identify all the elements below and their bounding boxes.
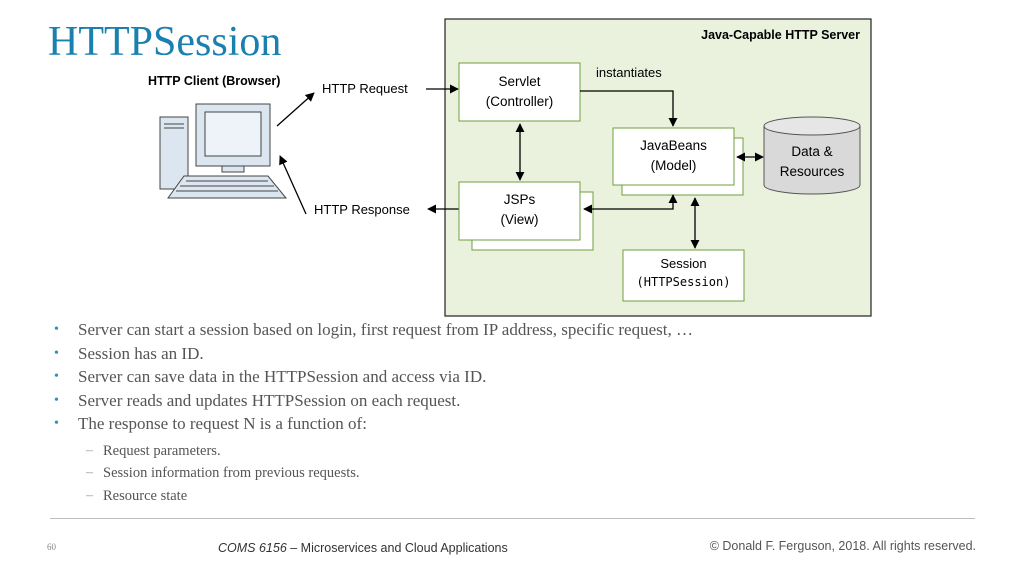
data-label: Data & bbox=[791, 144, 832, 159]
javabeans-label: JavaBeans bbox=[640, 138, 707, 153]
servlet-label: Servlet bbox=[498, 74, 540, 89]
client-label: HTTP Client (Browser) bbox=[148, 74, 280, 88]
footer-divider bbox=[50, 518, 975, 519]
client-request-arrow bbox=[276, 92, 315, 127]
sub-bullet-list: Request parameters. Session information … bbox=[52, 440, 982, 507]
bullet-list: Server can start a session based on logi… bbox=[52, 318, 982, 436]
jsps-label: JSPs bbox=[504, 192, 536, 207]
servlet-sublabel: (Controller) bbox=[486, 94, 554, 109]
sub-bullet-item: Session information from previous reques… bbox=[52, 462, 982, 485]
bullet-item: Server reads and updates HTTPSession on … bbox=[52, 389, 982, 413]
javabeans-sublabel: (Model) bbox=[651, 158, 697, 173]
bullet-item: Server can start a session based on logi… bbox=[52, 318, 982, 342]
session-box bbox=[622, 249, 745, 302]
client-response-arrow bbox=[279, 155, 307, 215]
session-label: Session bbox=[660, 256, 706, 271]
bullet-item: The response to request N is a function … bbox=[52, 412, 982, 436]
data-sublabel: Resources bbox=[780, 164, 845, 179]
course-title: COMS 6156 – Microservices and Cloud Appl… bbox=[218, 541, 508, 555]
bullet-item: Session has an ID. bbox=[52, 342, 982, 366]
server-label: Java-Capable HTTP Server bbox=[701, 28, 860, 42]
instantiates-arrow bbox=[580, 90, 678, 127]
database-icon bbox=[763, 116, 861, 195]
jsps-sublabel: (View) bbox=[500, 212, 538, 227]
architecture-diagram: Java-Capable HTTP Server HTTP Client (Br… bbox=[148, 18, 872, 317]
jsps-box bbox=[458, 181, 581, 241]
sub-bullet-item: Resource state bbox=[52, 485, 982, 508]
page-number: 60 bbox=[47, 542, 56, 552]
computer-icon bbox=[159, 103, 288, 199]
course-code: COMS 6156 bbox=[218, 541, 287, 555]
instantiates-label: instantiates bbox=[596, 65, 662, 80]
http-request-label: HTTP Request bbox=[322, 81, 408, 96]
slide-title: HTTPSession bbox=[48, 19, 282, 65]
servlet-box bbox=[458, 62, 581, 122]
session-sublabel: (HTTPSession) bbox=[637, 275, 731, 289]
javabeans-box bbox=[612, 127, 735, 186]
course-name: – Microservices and Cloud Applications bbox=[286, 541, 508, 555]
copyright-notice: © Donald F. Ferguson, 2018. All rights r… bbox=[709, 539, 976, 553]
bullet-item: Server can save data in the HTTPSession … bbox=[52, 365, 982, 389]
http-response-label: HTTP Response bbox=[314, 202, 410, 217]
sub-bullet-item: Request parameters. bbox=[52, 440, 982, 463]
beans-jsps-arrow bbox=[583, 194, 678, 214]
